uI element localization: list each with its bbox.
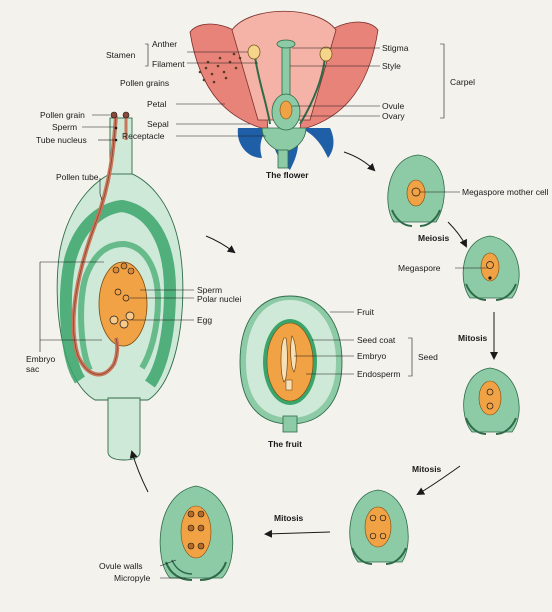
title-the-flower: The flower xyxy=(266,170,309,180)
label-seed: Seed xyxy=(418,352,438,362)
label-meiosis: Meiosis xyxy=(418,233,449,243)
label-petal: Petal xyxy=(147,99,166,109)
arrow-meiosis xyxy=(448,222,466,246)
pollen-grain-1 xyxy=(111,112,117,118)
label-polar-nuclei: Polar nuclei xyxy=(197,294,241,304)
anther-left xyxy=(248,45,260,59)
ovule-mature xyxy=(160,486,233,580)
label-mitosis-1: Mitosis xyxy=(458,333,487,343)
label-filament: Filament xyxy=(152,59,185,69)
receptacle-shape xyxy=(262,128,306,152)
arrow-to-fruit xyxy=(206,236,234,252)
label-ovule: Ovule xyxy=(382,101,404,111)
arrow-mitosis-3 xyxy=(266,532,330,534)
anther-right xyxy=(320,47,332,61)
label-micropyle: Micropyle xyxy=(114,573,150,583)
label-endosperm: Endosperm xyxy=(357,369,400,379)
fertilization-ovule xyxy=(57,112,183,460)
label-embryo-sac: Embryo sac xyxy=(26,354,55,374)
label-pollen-tube: Pollen tube xyxy=(56,172,99,182)
pollen-grain-2 xyxy=(123,112,129,118)
label-pollen-grains: Pollen grains xyxy=(120,78,169,88)
stigma-shape xyxy=(277,40,295,48)
ovule-mother-cell xyxy=(388,155,445,226)
label-tube-nucleus: Tube nucleus xyxy=(36,135,87,145)
label-pollen-grain: Pollen grain xyxy=(40,110,85,120)
funiculus xyxy=(108,398,140,460)
ovule-mitosis-2 xyxy=(350,490,408,564)
style-shape xyxy=(282,44,290,96)
flower-stem xyxy=(278,150,288,168)
label-mitosis-2: Mitosis xyxy=(412,464,441,474)
title-the-fruit: The fruit xyxy=(268,439,302,449)
label-carpel: Carpel xyxy=(450,77,475,87)
label-egg: Egg xyxy=(197,315,212,325)
label-ovary: Ovary xyxy=(382,111,405,121)
ovule-mitosis-1 xyxy=(464,368,520,434)
label-fruit: Fruit xyxy=(357,307,374,317)
fruit-illustration xyxy=(240,296,342,432)
label-embryo: Embryo xyxy=(357,351,386,361)
label-ovule-walls: Ovule walls xyxy=(99,561,142,571)
arrow-flower-to-ovule xyxy=(344,152,374,170)
fruit-stalk xyxy=(283,416,297,432)
label-anther: Anther xyxy=(152,39,177,49)
label-style: Style xyxy=(382,61,401,71)
label-mitosis-3: Mitosis xyxy=(274,513,303,523)
label-sepal: Sepal xyxy=(147,119,169,129)
label-receptacle: Receptacle xyxy=(122,131,165,141)
flower-illustration xyxy=(190,11,378,170)
ovule-shape xyxy=(280,101,292,119)
label-megaspore: Megaspore xyxy=(398,263,441,273)
embryo-sac-shape xyxy=(99,262,147,346)
label-stamen: Stamen xyxy=(106,50,135,60)
label-stigma: Stigma xyxy=(382,43,408,53)
label-seed-coat: Seed coat xyxy=(357,335,395,345)
label-megaspore-mother-cell: Megaspore mother cell xyxy=(462,187,548,197)
label-sperm-top: Sperm xyxy=(52,122,77,132)
